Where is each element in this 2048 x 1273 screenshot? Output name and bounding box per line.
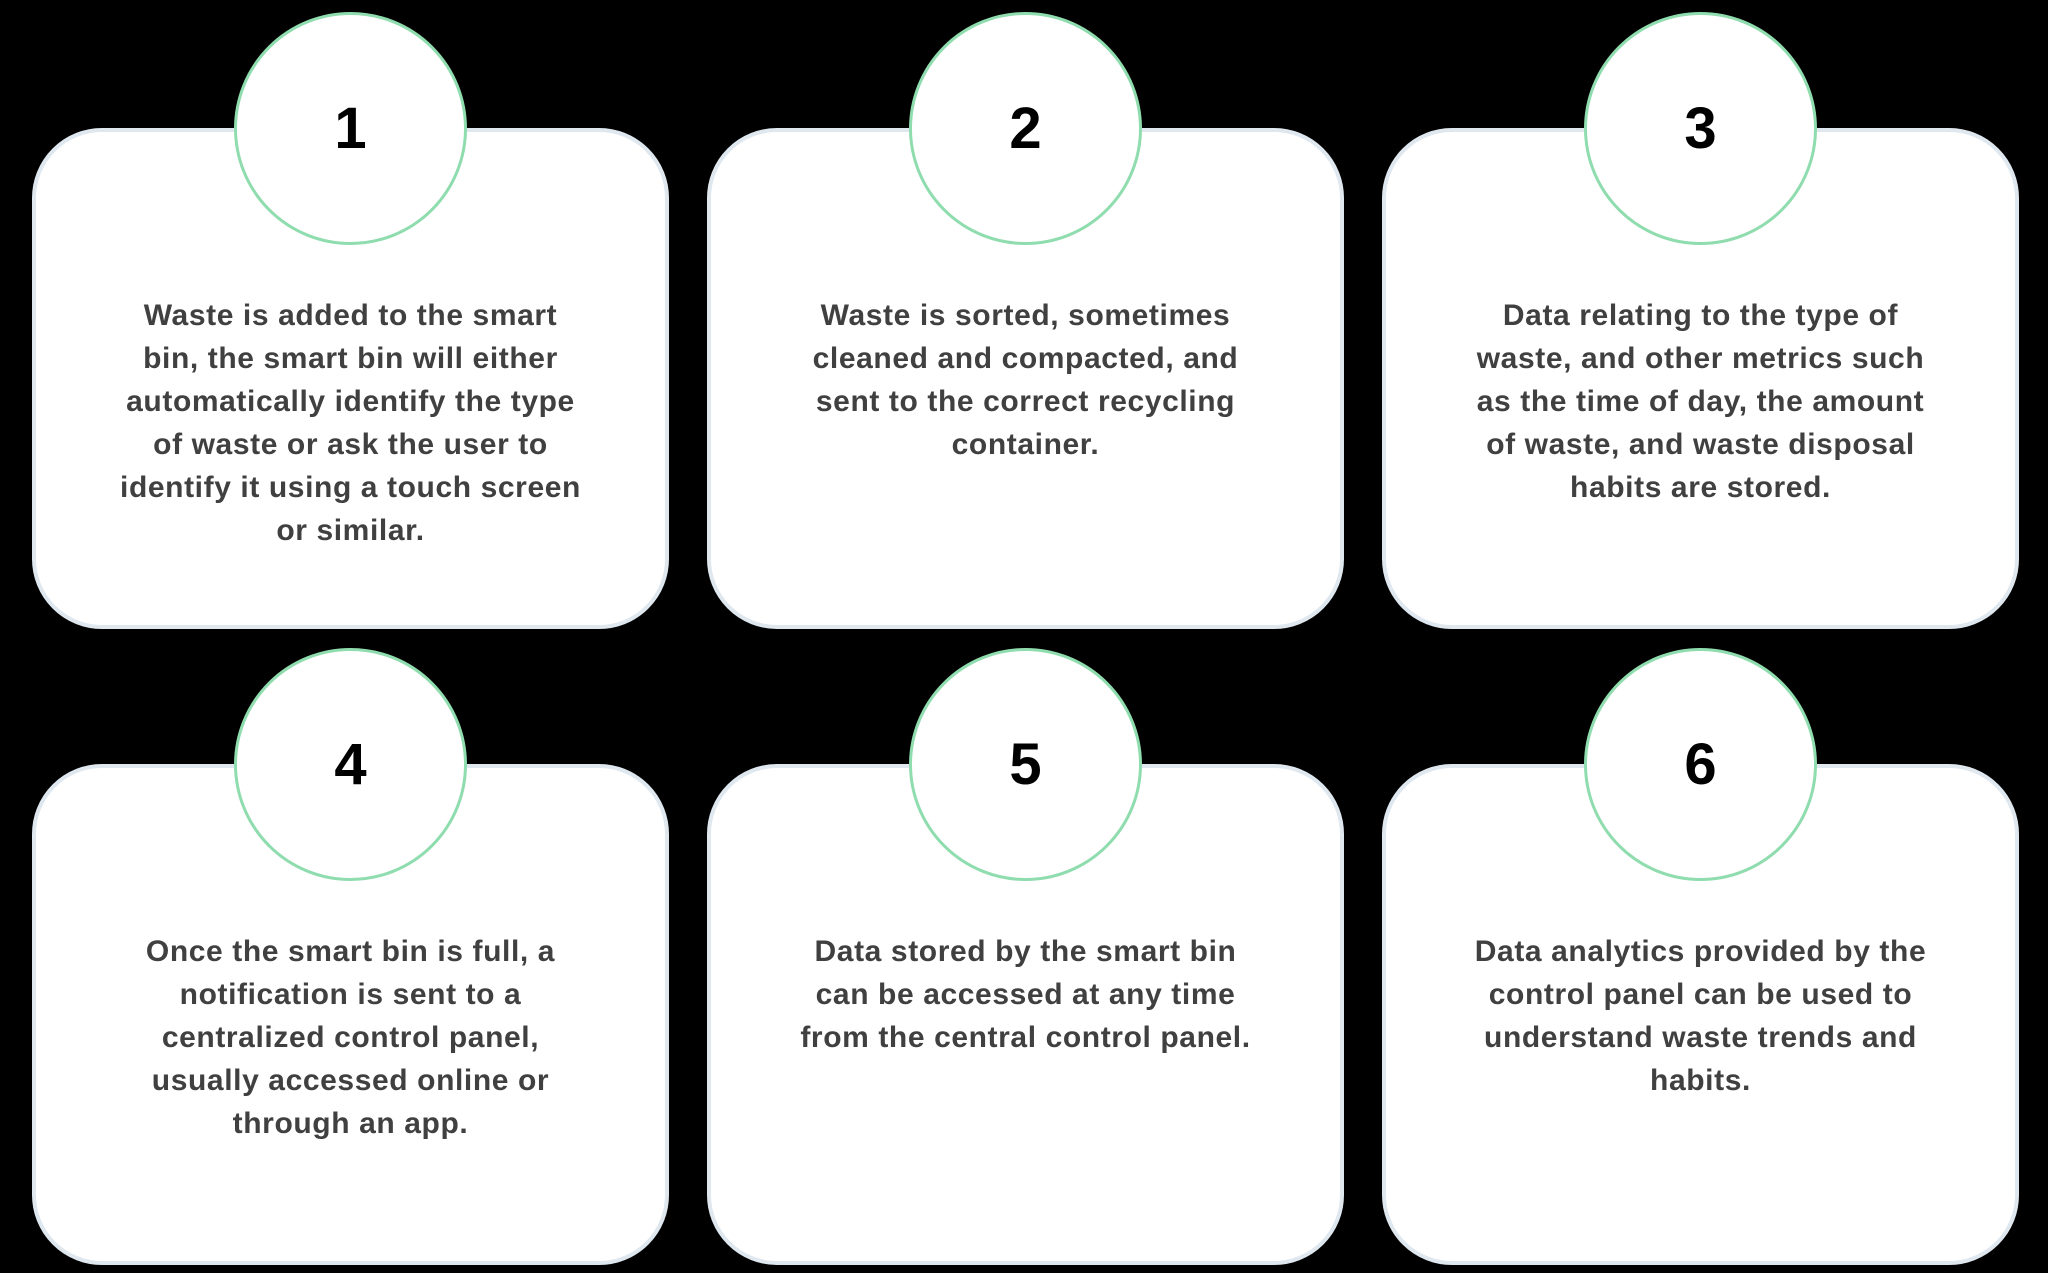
description-line: control panel can be used to bbox=[1488, 978, 1913, 1011]
description-line: through an app. bbox=[232, 1107, 469, 1140]
step-number: 4 bbox=[334, 731, 367, 797]
step-number-badge: 4 bbox=[234, 648, 467, 881]
description-line: can be accessed at any time bbox=[815, 978, 1236, 1011]
step-description: Data analytics provided by the control p… bbox=[1382, 930, 2019, 1102]
description-line: centralized control panel, bbox=[161, 1021, 540, 1054]
step-number-badge: 2 bbox=[909, 12, 1142, 245]
step-number: 2 bbox=[1009, 95, 1042, 161]
description-line: habits are stored. bbox=[1570, 471, 1831, 504]
description-line: as the time of day, the amount bbox=[1476, 385, 1925, 418]
step-card-3: 3 Data relating to the type of waste, an… bbox=[1382, 12, 2019, 629]
description-line: from the central control panel. bbox=[800, 1021, 1251, 1054]
step-number: 3 bbox=[1684, 95, 1717, 161]
description-line: bin, the smart bin will either bbox=[143, 342, 558, 375]
description-line: sent to the correct recycling bbox=[815, 385, 1236, 418]
step-number-badge: 6 bbox=[1584, 648, 1817, 881]
step-description: Data stored by the smart bin can be acce… bbox=[707, 930, 1344, 1059]
step-number: 6 bbox=[1684, 731, 1717, 797]
description-line: Data relating to the type of bbox=[1502, 299, 1899, 332]
step-description: Once the smart bin is full, a notificati… bbox=[32, 930, 669, 1145]
step-card-1: 1 Waste is added to the smart bin, the s… bbox=[32, 12, 669, 629]
description-line: of waste or ask the user to bbox=[153, 428, 548, 461]
step-number: 5 bbox=[1009, 731, 1042, 797]
description-line: identify it using a touch screen bbox=[120, 471, 581, 504]
description-line: cleaned and compacted, and bbox=[812, 342, 1239, 375]
step-description: Data relating to the type of waste, and … bbox=[1382, 294, 2019, 509]
step-number-badge: 1 bbox=[234, 12, 467, 245]
step-card-5: 5 Data stored by the smart bin can be ac… bbox=[707, 648, 1344, 1265]
step-number: 1 bbox=[334, 95, 367, 161]
step-description: Waste is added to the smart bin, the sma… bbox=[32, 294, 669, 552]
step-card-4: 4 Once the smart bin is full, a notifica… bbox=[32, 648, 669, 1265]
step-description: Waste is sorted, sometimes cleaned and c… bbox=[707, 294, 1344, 466]
description-line: or similar. bbox=[276, 514, 425, 547]
description-line: Waste is added to the smart bbox=[143, 299, 558, 332]
description-line: Waste is sorted, sometimes bbox=[820, 299, 1231, 332]
description-line: waste, and other metrics such bbox=[1476, 342, 1925, 375]
description-line: Data analytics provided by the bbox=[1474, 935, 1927, 968]
step-number-badge: 5 bbox=[909, 648, 1142, 881]
description-line: automatically identify the type bbox=[126, 385, 575, 418]
step-card-2: 2 Waste is sorted, sometimes cleaned and… bbox=[707, 12, 1344, 629]
description-line: container. bbox=[951, 428, 1100, 461]
description-line: notification is sent to a bbox=[179, 978, 522, 1011]
description-line: usually accessed online or bbox=[151, 1064, 550, 1097]
description-line: of waste, and waste disposal bbox=[1486, 428, 1915, 461]
description-line: Once the smart bin is full, a bbox=[145, 935, 556, 968]
description-line: understand waste trends and bbox=[1484, 1021, 1917, 1054]
description-line: Data stored by the smart bin bbox=[814, 935, 1237, 968]
step-number-badge: 3 bbox=[1584, 12, 1817, 245]
description-line: habits. bbox=[1650, 1064, 1751, 1097]
step-card-6: 6 Data analytics provided by the control… bbox=[1382, 648, 2019, 1265]
